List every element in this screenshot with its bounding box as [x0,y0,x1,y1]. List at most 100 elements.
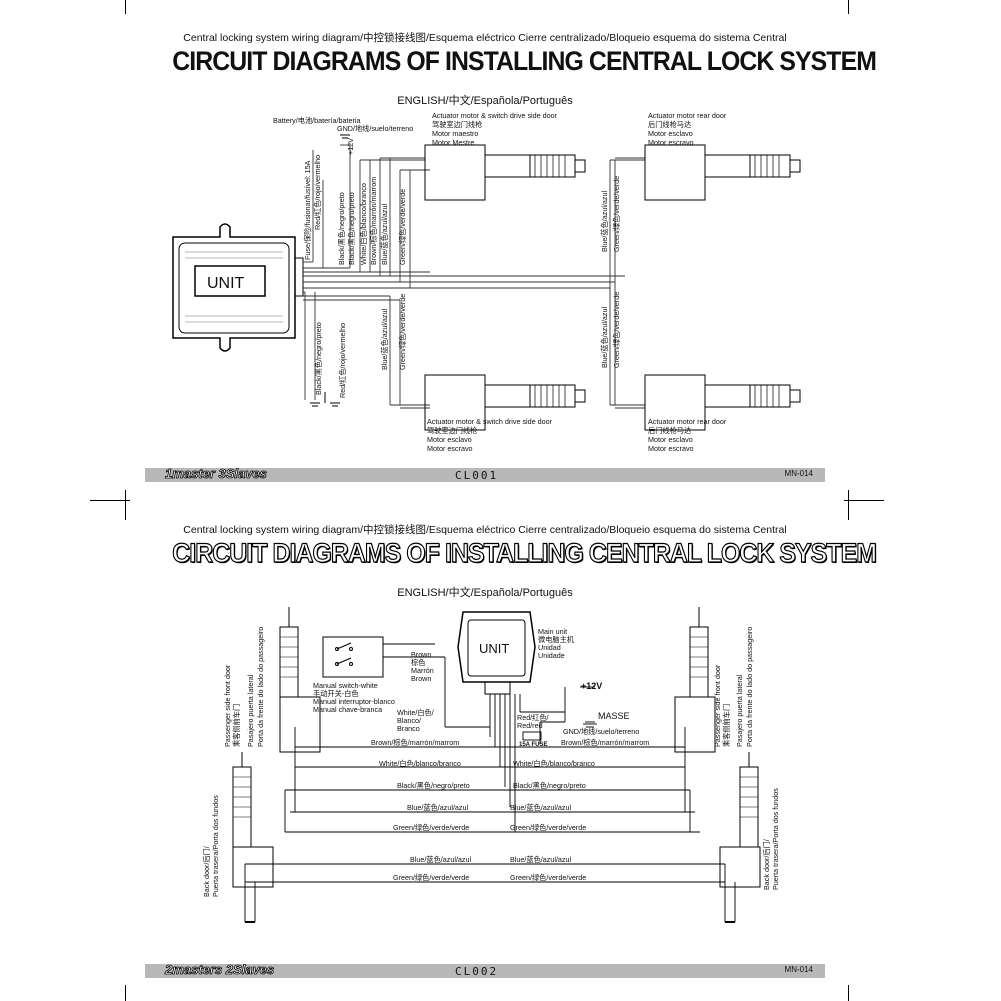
actuator-driver-top-label-3: Motor Mestre [432,138,474,147]
plus12v-label: +12V [346,138,355,155]
back-right-label-1: Puerta trasera/Porta dos fundos [771,788,780,890]
actuator-driver-bottom-label-2: Motor esclavo [427,435,472,444]
passenger-right-label-3: Porta da frente do lado do passageiro [745,627,754,747]
sheet-subtitle: Central locking system wiring diagram/中控… [183,524,787,536]
fuse-label: Fuse/保险/fusionar/fusível: 15A [303,160,312,260]
crop-mark [848,985,849,1001]
actuator-driver-top-label-0: Actuator motor & switch drive side door [432,111,558,120]
plus12v-label: +12V [581,681,602,691]
passenger-right-label-0: Passenger side front door [713,664,722,747]
actuator-right-front [674,607,716,753]
actuator-driver-bottom-label-1: 驾驶室边门线枪 [427,426,477,435]
rear-green-top-label: Green/绿色/verde/verde [612,176,621,252]
rear-green-bottom-label: Green/绿色/verde/verde [612,292,621,368]
black-bottom-label: Black/黑色/negro/preto [314,322,323,395]
brown-side-label-2: Marrón [411,666,434,675]
actuator-rear-top [644,144,801,201]
crop-mark [125,490,126,520]
actuator-rear-bottom-label-3: Motor escravo [648,444,694,453]
language-line: ENGLISH/中文/Española/Português [397,95,573,107]
wire-label-top-3: Brown/棕色/marrón/marrom [369,177,378,265]
wire-green-right-2: Green/绿色/verde/verde [510,873,586,882]
wiring-diagram-2: UNIT Main unit 微电脑主机 Unidad Unidade Brow… [202,607,780,923]
rear-blue-top-label: Blue/蓝色/azul/azul [600,190,609,252]
footer-config-label: 2masters 2Slaves [165,962,275,978]
wire-blue-left: Blue/蓝色/azul/azul [407,803,469,812]
footer-model-code: CL001 [455,469,499,482]
main-unit-label-2: Unidad [538,643,561,652]
actuator-right-back [719,752,761,888]
battery-label: Battery/电池/batería/bateria [273,116,361,125]
back-right-label-0: Back door/后门/ [762,839,771,890]
crop-mark [125,985,126,1001]
wire-blue-left-2: Blue/蓝色/azul/azul [410,855,472,864]
actuator-driver-bottom-label-3: Motor escravo [427,444,473,453]
wire-white-left: White/白色/blanco/branco [379,759,461,768]
brown-side-label-3: Brown [411,674,431,683]
footer-doc-code: MN-014 [784,965,813,974]
main-unit [457,611,536,695]
red-fuse-label-1: Red/red [517,721,543,730]
wire-black-left: Black/黑色/negro/preto [397,781,470,790]
sheet-headline: CIRCUIT DIAGRAMS OF INSTALLING CENTRAL L… [172,537,878,568]
wire-blue-right-2: Blue/蓝色/azul/azul [510,855,572,864]
actuator-rear-bottom-label-1: 后门线枪马达 [648,426,691,435]
diagram-sheet-1: Central locking system wiring diagram/中控… [145,20,877,485]
masse-label: MASSE [598,711,630,721]
wiring-diagram-1: UNIT Battery/电池/batería/bateria GND/地线/s… [172,111,801,453]
manual-switch [322,636,384,678]
main-unit-label-3: Unidade [538,651,565,660]
wire-label-top-0: Black/黑色/negro/preto [337,192,346,265]
actuator-rear-bottom-label-2: Motor esclavo [648,435,693,444]
manual-switch-label-3: Manual chave-branca [313,705,382,714]
crop-mark [848,0,849,14]
wire-brown-left: Brown/棕色/marrón/marrom [371,738,459,747]
green-bottom-label: Green/绿色/verde/verde [398,294,407,370]
diagram-sheet-2: Central locking system wiring diagram/中控… [145,512,878,992]
actuator-driver-top-label-2: Motor maestro [432,129,478,138]
sheet-subtitle: Central locking system wiring diagram/中控… [183,32,787,44]
rear-blue-bottom-label: Blue/蓝色/azul/azul [600,306,609,368]
footer-doc-code: MN-014 [784,469,813,478]
manual-switch-label-1: 手动开关-白色 [313,689,359,698]
wire-green-right: Green/绿色/verde/verde [510,823,586,832]
control-unit [172,223,304,352]
passenger-right-label-2: Pasajero puerta lateral [735,674,744,747]
wire-blue-right: Blue/蓝色/azul/azul [510,803,572,812]
gnd-label: GND/地线/suelo/terreno [563,727,639,736]
red-wire-label: Red/红色/rojo/vermelho [313,155,322,230]
actuator-rear-bottom [644,374,801,431]
actuator-left-back [232,752,274,888]
footer-model-code: CL002 [455,965,499,978]
actuator-rear-top-label-1: 后门线枪马达 [648,120,691,129]
wire-brown-right: Brown/棕色/marrón/marrom [561,738,649,747]
fuse-label: 15A FUSE [519,742,547,748]
crop-mark [90,500,130,501]
passenger-left-label-0: Passenger side front door [223,664,232,747]
sheet-footer: 1master 3Slaves CL001 MN-014 [145,466,825,482]
actuator-driver-bottom [424,374,586,431]
wire-label-top-4: Blue/蓝色/azul/azul [380,203,389,265]
actuator-driver-top [424,144,586,201]
wire-label-top-1: Black/黑色/negro/preto [347,192,356,265]
actuator-rear-bottom-label-0: Actuator motor rear door [648,417,727,426]
red-fuse-label-0: Red/红色/ [517,713,549,722]
wire-black-right: Black/黑色/negro/preto [513,781,586,790]
actuator-rear-top-label-2: Motor esclavo [648,129,693,138]
passenger-left-label-2: Pasajero puerta lateral [246,674,255,747]
gnd-label: GND/地线/suelo/terreno [337,124,413,133]
actuator-left-front [279,607,321,753]
sheet-headline: CIRCUIT DIAGRAMS OF INSTALLING CENTRAL L… [172,46,877,76]
language-line: ENGLISH/中文/Española/Português [397,587,573,599]
footer-config-label: 1master 3Slaves [165,466,268,482]
manual-switch-label-2: Manual interruptor-blanco [313,697,395,706]
unit-label: UNIT [479,641,509,656]
wire-label-top-2: White/白色/blanco/branco [359,183,368,265]
crop-mark [848,490,849,520]
red-bottom-label: Red/红色/rojo/vermelho [338,323,347,398]
back-left-label-1: Puerta trasera/Porta dos fundos [211,795,220,897]
main-unit-label-0: Main unit [538,627,567,636]
back-left-label-0: Back door/后门/ [202,846,211,897]
actuator-rear-top-label-0: Actuator motor rear door [648,111,727,120]
